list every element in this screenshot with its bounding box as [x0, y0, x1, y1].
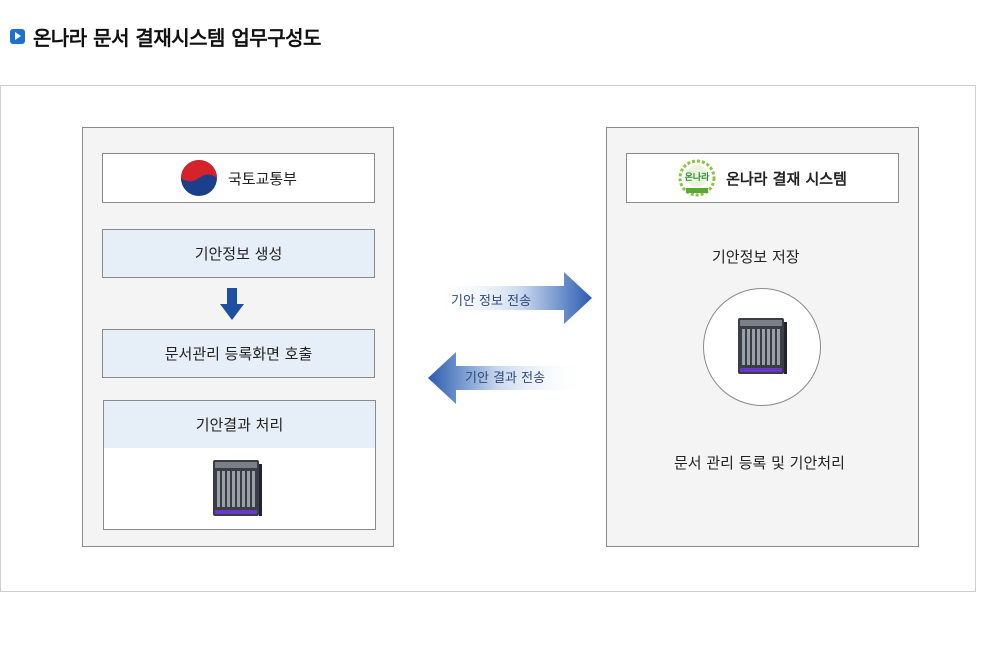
server-icon — [213, 460, 262, 516]
step-open-registration: 문서관리 등록화면 호출 — [102, 329, 375, 378]
page-title-row: 온나라 문서 결재시스템 업무구성도 — [10, 22, 321, 51]
server-icon — [738, 318, 787, 374]
storage-label: 기안정보 저장 — [712, 248, 800, 266]
process-label: 문서 관리 등록 및 기안처리 — [674, 454, 845, 472]
play-icon — [10, 29, 25, 44]
flow-send-result-label: 기안 결과 전송 — [465, 371, 546, 386]
arrow-right-icon — [436, 272, 592, 324]
step-process-result-header: 기안결과 처리 — [104, 401, 375, 448]
step-create-draft: 기안정보 생성 — [102, 229, 375, 278]
step-process-result-label: 기안결과 처리 — [195, 416, 284, 434]
step-process-result: 기안결과 처리 — [103, 400, 376, 530]
page-title: 온나라 문서 결재시스템 업무구성도 — [33, 26, 321, 50]
arrow-left-icon — [428, 352, 584, 404]
arrow-down-icon — [220, 288, 244, 320]
server-circle — [703, 288, 821, 406]
onnara-logo-icon: 온나라 — [678, 159, 716, 197]
onnara-logo-text: 온나라 — [685, 171, 711, 183]
flow-send-info-label: 기안 정보 전송 — [451, 294, 532, 309]
government-emblem-icon — [180, 160, 217, 196]
ministry-name: 국토교통부 — [227, 169, 297, 188]
ministry-logo-box: 국토교통부 — [102, 153, 375, 203]
onnara-system-name: 온나라 결재 시스템 — [726, 169, 847, 188]
step-open-registration-label: 문서관리 등록화면 호출 — [164, 345, 313, 363]
onnara-logo-box: 온나라 온나라 결재 시스템 — [626, 153, 899, 203]
step-create-draft-label: 기안정보 생성 — [194, 245, 283, 263]
